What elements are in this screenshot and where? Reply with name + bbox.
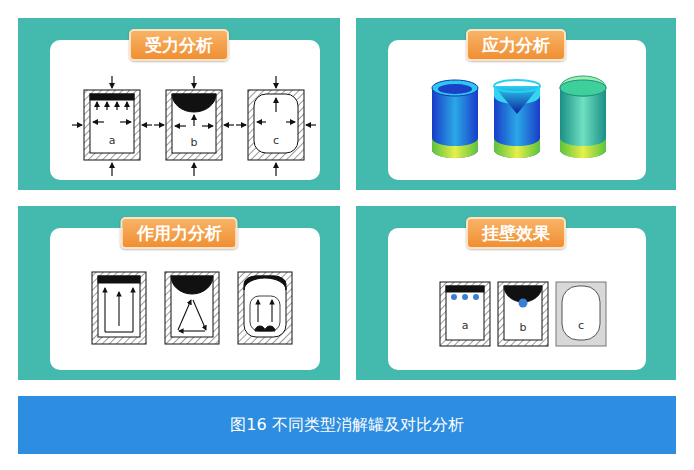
panel-grounds — [18, 18, 676, 454]
panel-heading: 受力分析 — [129, 29, 229, 61]
panel-heading: 挂壁效果 — [466, 217, 566, 249]
stress-cylinder — [432, 80, 478, 158]
tank-letter: c — [578, 320, 584, 331]
analysis-panel: 作用力分析 — [18, 206, 340, 380]
action-tanks — [92, 272, 292, 344]
analysis-panel: 挂壁效果 — [356, 206, 676, 380]
figure-caption: 图16 不同类型消解罐及对比分析 — [18, 396, 676, 454]
stress-cylinder — [560, 76, 606, 158]
tank-letter: a — [462, 320, 469, 331]
panel-heading: 应力分析 — [466, 29, 566, 61]
stress-cylinder — [494, 80, 540, 158]
analysis-panel: 受力分析 — [18, 18, 340, 190]
force-arrows — [72, 76, 316, 176]
tank-letter: c — [273, 135, 279, 146]
tank-letter: a — [109, 135, 116, 146]
analysis-panel: 应力分析 — [356, 18, 676, 190]
action-arrows — [105, 288, 272, 332]
panel-heading: 作用力分析 — [121, 217, 238, 249]
residue-tanks — [440, 282, 606, 346]
tank-letter: b — [191, 137, 198, 148]
force-tanks — [84, 90, 304, 160]
residue-drops — [451, 294, 528, 308]
tank-letter: b — [520, 322, 527, 333]
